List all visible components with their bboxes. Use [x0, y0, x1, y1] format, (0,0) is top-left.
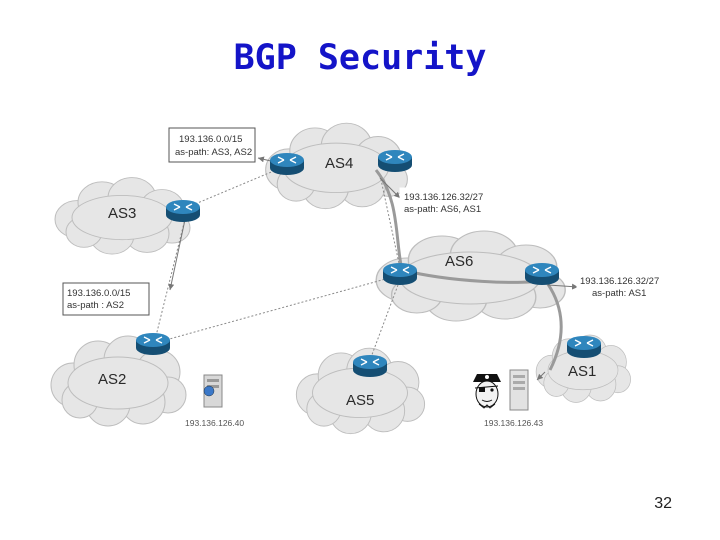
slide-title: BGP Security [233, 38, 487, 78]
svg-text:193.136.126.32/27: 193.136.126.32/27 [404, 192, 483, 203]
svg-text:as-path: AS6, AS1: as-path: AS6, AS1 [404, 204, 481, 215]
svg-text:as-path : AS2: as-path : AS2 [67, 300, 124, 311]
router-icon [377, 149, 413, 173]
host-ip-label: 193.136.126.43 [484, 418, 543, 428]
router-icon [135, 332, 171, 356]
server-icon [509, 369, 529, 411]
as4-label: AS4 [325, 155, 353, 172]
as1-label: AS1 [568, 363, 596, 380]
announcement-box: 193.136.0.0/15 as-path: AS3, AS2 [168, 127, 256, 163]
page-number: 32 [654, 495, 672, 512]
svg-text:193.136.0.0/15: 193.136.0.0/15 [179, 134, 242, 145]
svg-text:as-path: AS3, AS2: as-path: AS3, AS2 [175, 147, 252, 158]
as2-label: AS2 [98, 371, 126, 388]
router-icon [524, 262, 560, 286]
announcement-box: 193.136.126.32/27 as-path: AS6, AS1 [399, 187, 487, 219]
router-icon [566, 335, 602, 359]
svg-text:193.136.126.32/27: 193.136.126.32/27 [580, 276, 659, 287]
host-ip-label: 193.136.126.40 [185, 418, 244, 428]
router-icon [352, 354, 388, 378]
as6-label: AS6 [445, 253, 473, 270]
announcement-box: 193.136.0.0/15 as-path : AS2 [62, 282, 150, 316]
as3-label: AS3 [108, 205, 136, 222]
announcement-box: 193.136.126.32/27 as-path: AS1 [576, 271, 662, 303]
router-icon [269, 152, 305, 176]
svg-text:as-path: AS1: as-path: AS1 [592, 288, 646, 299]
hijacked-route-path [374, 169, 563, 371]
server-icon [203, 374, 223, 408]
svg-text:193.136.0.0/15: 193.136.0.0/15 [67, 288, 130, 299]
pirate-attacker-icon [473, 374, 501, 409]
as5-label: AS5 [346, 392, 374, 409]
router-icon [165, 199, 201, 223]
router-icon [382, 262, 418, 286]
